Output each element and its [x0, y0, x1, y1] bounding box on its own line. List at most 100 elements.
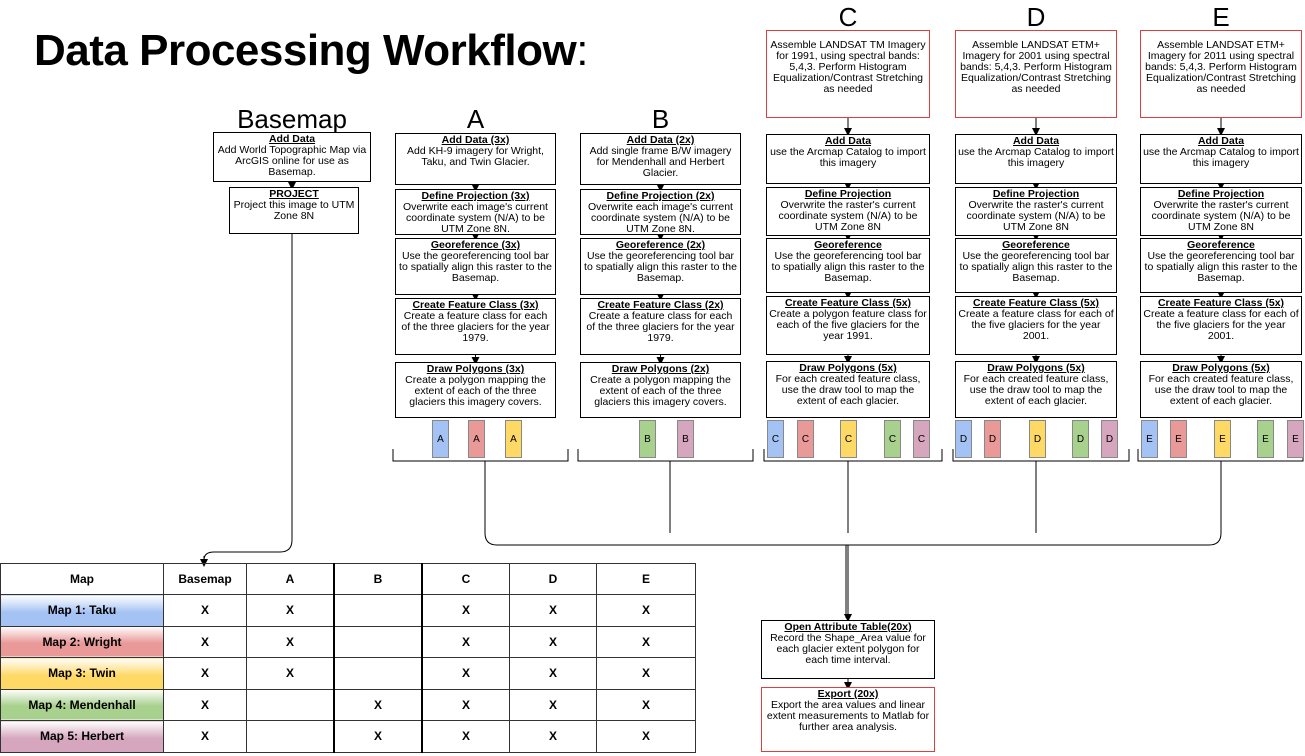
column-b-step-1: Add Data (2x)Add single frame B/W imager…: [580, 133, 741, 185]
column-c-step-5: Draw Polygons (5x)For each created featu…: [766, 361, 930, 418]
column-e-step-1-body: use the Arcmap Catalog to import this im…: [1143, 146, 1299, 169]
table-cell: X: [509, 657, 597, 690]
column-a-step-4-title: Create Feature Class (3x): [412, 299, 539, 311]
glacier-tag-e-5: E: [1287, 420, 1304, 458]
final-step-attribute-table-body: Record the Shape_Area value for each gla…: [770, 632, 926, 666]
table-cell: X: [509, 594, 597, 627]
column-header-d: D: [1026, 2, 1046, 32]
table-cell: X: [163, 688, 247, 721]
column-d-step-1-body: use the Arcmap Catalog to import this im…: [958, 146, 1114, 169]
column-b-step-5-title: Draw Polygons (2x): [611, 363, 710, 375]
column-e-step-4-body: Create a feature class for each of the f…: [1143, 308, 1299, 342]
column-header-e: E: [1212, 2, 1230, 32]
column-b-step-1-title: Add Data (2x): [626, 134, 695, 146]
glacier-tag-b-1: B: [639, 420, 656, 458]
column-d-source: Assemble LANDSAT ETM+ Imagery for 2001 u…: [955, 30, 1117, 118]
column-d-step-5-title: Draw Polygons (5x): [987, 362, 1085, 374]
page-title: Data Processing Workflow:: [34, 26, 588, 75]
glacier-tag-c-4: C: [884, 420, 901, 458]
basemap-step-1-body: Add World Topographic Map via ArcGIS onl…: [217, 144, 367, 178]
column-b-step-2: Define Projection (2x)Overwrite each ima…: [580, 189, 741, 235]
column-b-step-2-body: Overwrite each image's current coordinat…: [588, 201, 733, 235]
column-b-step-4-body: Create a feature class for each of the t…: [586, 310, 735, 344]
column-e-step-2-title: Define Projection: [1177, 188, 1265, 200]
glacier-tag-d-1: D: [955, 420, 972, 458]
column-d-step-1-title: Add Data: [1012, 135, 1060, 147]
column-c-step-2-title: Define Projection: [804, 188, 892, 200]
column-b-step-1-body: Add single frame B/W imagery for Mendenh…: [589, 145, 732, 179]
table-cell: [333, 625, 423, 658]
glacier-tag-d-2: D: [984, 420, 1001, 458]
table-cell: X: [421, 594, 510, 627]
final-step-export: Export (20x)Export the area values and l…: [761, 687, 935, 752]
column-a-step-5-body: Create a polygon mapping the extent of e…: [405, 374, 546, 408]
column-a-step-1: Add Data (3x)Add KH-9 imagery for Wright…: [395, 133, 556, 185]
column-a-step-5-title: Draw Polygons (3x): [426, 363, 525, 375]
column-b-step-3-title: Georeference (2x): [615, 239, 706, 251]
column-e-step-4: Create Feature Class (5x)Create a featur…: [1140, 296, 1302, 355]
glacier-tag-a-1: A: [432, 420, 449, 458]
table-cell: [333, 657, 423, 690]
column-c-step-5-title: Draw Polygons (5x): [799, 362, 897, 374]
glacier-tag-c-5: C: [913, 420, 930, 458]
column-header-c: C: [838, 2, 858, 32]
table-cell: X: [421, 720, 510, 753]
column-b-step-4-title: Create Feature Class (2x): [597, 299, 724, 311]
table-cell: X: [246, 657, 335, 690]
table-cell: X: [246, 594, 335, 627]
table-header-d: D: [509, 563, 597, 595]
column-e-step-2-body: Overwrite the raster's current coordinat…: [1151, 199, 1291, 233]
column-a-step-2-title: Define Projection (3x): [421, 190, 530, 202]
column-e-step-3-body: Use the georeferencing tool bar to spati…: [1144, 250, 1298, 284]
glacier-tag-a-2: A: [468, 420, 485, 458]
map-name-cell: Map 2: Wright: [0, 625, 164, 658]
table-header-c: C: [421, 563, 510, 595]
column-b-step-5-body: Create a polygon mapping the extent of e…: [590, 374, 731, 408]
column-e-step-5-body: For each created feature class, use the …: [1148, 373, 1294, 407]
table-header-b: B: [333, 563, 423, 595]
column-header-b: B: [651, 104, 670, 134]
column-c-step-5-body: For each created feature class, use the …: [775, 373, 921, 407]
glacier-tag-b-2: B: [677, 420, 694, 458]
table-cell: X: [163, 720, 247, 753]
column-a-step-2: Define Projection (3x)Overwrite each ima…: [395, 189, 556, 235]
column-c-step-4-body: Create a polygon feature class for each …: [769, 308, 927, 342]
column-a-step-1-title: Add Data (3x): [441, 134, 510, 146]
column-e-step-5-title: Draw Polygons (5x): [1172, 362, 1270, 374]
glacier-tag-d-3: D: [1029, 420, 1046, 458]
column-c-step-4-title: Create Feature Class (5x): [784, 297, 912, 309]
column-a-step-1-body: Add KH-9 imagery for Wright, Taku, and T…: [407, 145, 544, 168]
glacier-tag-e-1: E: [1141, 420, 1158, 458]
table-cell: X: [509, 720, 597, 753]
column-a-step-4-body: Create a feature class for each of the t…: [401, 310, 550, 344]
column-c-source-body: Assemble LANDSAT TM Imagery for 1991, us…: [770, 39, 926, 95]
table-header-basemap: Basemap: [163, 563, 247, 595]
basemap-step-1-title: Add Data: [268, 133, 316, 145]
final-step-attribute-table: Open Attribute Table(20x)Record the Shap…: [761, 620, 935, 679]
glacier-tag-e-2: E: [1170, 420, 1187, 458]
table-cell: X: [596, 657, 696, 690]
column-c-step-1-title: Add Data: [824, 135, 872, 147]
glacier-tag-c-1: C: [767, 420, 784, 458]
basemap-step-2-title: PROJECT: [269, 188, 319, 200]
column-d-step-3-title: Georeference: [1002, 239, 1070, 251]
column-d-step-5: Draw Polygons (5x)For each created featu…: [955, 361, 1117, 418]
column-b-step-4: Create Feature Class (2x)Create a featur…: [580, 298, 741, 355]
column-header-a: A: [466, 104, 485, 134]
column-c-step-3-title: Georeference: [814, 239, 882, 251]
column-a-step-3: Georeference (3x)Use the georeferencing …: [395, 238, 556, 295]
table-header-e: E: [596, 563, 696, 595]
column-c-step-3-body: Use the georeferencing tool bar to spati…: [771, 250, 925, 284]
table-cell: X: [421, 625, 510, 658]
